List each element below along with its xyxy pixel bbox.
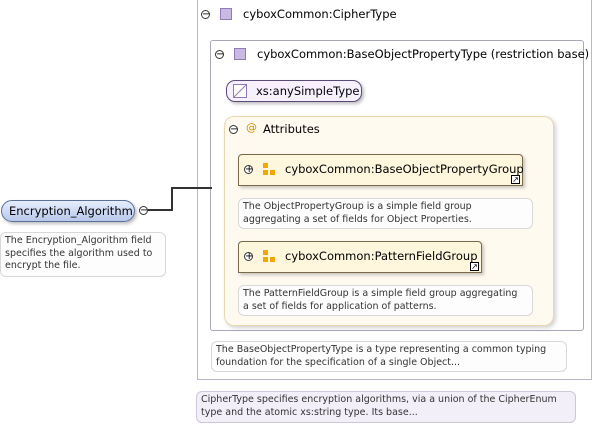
doc-line: aggregating a set of fields for Object P… (243, 213, 472, 225)
attributes-label: Attributes (263, 122, 320, 136)
connector-line (148, 187, 212, 211)
group-documentation: The ObjectPropertyGroup is a simple fiel… (238, 198, 533, 229)
complex-type-icon (220, 8, 232, 20)
doc-line: The ObjectPropertyGroup is a simple fiel… (243, 201, 472, 212)
doc-line: The PatternFieldGroup is a simple field … (243, 288, 518, 299)
complex-type-icon (234, 48, 246, 60)
doc-line: type and the atomic xs:string type. Its … (201, 406, 418, 418)
external-link-icon[interactable]: ↗ (511, 175, 520, 184)
cipher-type-label[interactable]: cyboxCommon:CipherType (243, 7, 397, 21)
cipher-type-collapse-toggle[interactable]: − (201, 9, 211, 20)
simple-type-icon (233, 84, 247, 98)
group-expand-toggle[interactable]: + (244, 164, 254, 175)
external-link-icon[interactable]: ↗ (470, 262, 479, 271)
doc-line: The BaseObjectPropertyType is a type rep… (216, 344, 547, 355)
doc-line: CipherType specifies encryption algorith… (201, 394, 557, 405)
attribute-group-icon (263, 250, 275, 262)
attribute-group-icon (263, 163, 275, 175)
base-type-documentation: The BaseObjectPropertyType is a type rep… (211, 341, 567, 372)
base-object-property-group-node[interactable]: + cyboxCommon:BaseObjectPropertyGroup ↗ (238, 154, 524, 186)
doc-line: foundation for the specification of a si… (216, 356, 461, 368)
encryption-algorithm-element[interactable]: Encryption_Algorithm (1, 200, 135, 222)
any-simple-type-label: xs:anySimpleType (256, 84, 360, 98)
doc-line: The Encryption_Algorithm field (5, 235, 152, 246)
group-label: cyboxCommon:BaseObjectPropertyGroup (285, 162, 524, 176)
doc-line: encrypt the file. (5, 260, 81, 271)
doc-line: a set of fields for application of patte… (243, 300, 437, 312)
cipher-type-documentation: CipherType specifies encryption algorith… (196, 391, 576, 423)
base-object-property-type-label[interactable]: cyboxCommon:BaseObjectPropertyType (rest… (257, 47, 590, 61)
any-simple-type-node[interactable]: xs:anySimpleType (226, 80, 362, 102)
group-label: cyboxCommon:PatternFieldGroup (285, 249, 478, 263)
element-collapse-toggle[interactable]: − (139, 205, 149, 216)
group-expand-toggle[interactable]: + (244, 251, 254, 262)
attribute-at-icon: @ (246, 121, 257, 134)
element-documentation: The Encryption_Algorithm field specifies… (0, 232, 166, 277)
doc-line: specifies the algorithm used to (5, 247, 153, 259)
base-type-collapse-toggle[interactable]: − (215, 49, 225, 60)
pattern-field-group-node[interactable]: + cyboxCommon:PatternFieldGroup ↗ (238, 241, 482, 273)
group-documentation: The PatternFieldGroup is a simple field … (238, 285, 533, 316)
attributes-collapse-toggle[interactable]: − (229, 124, 239, 135)
